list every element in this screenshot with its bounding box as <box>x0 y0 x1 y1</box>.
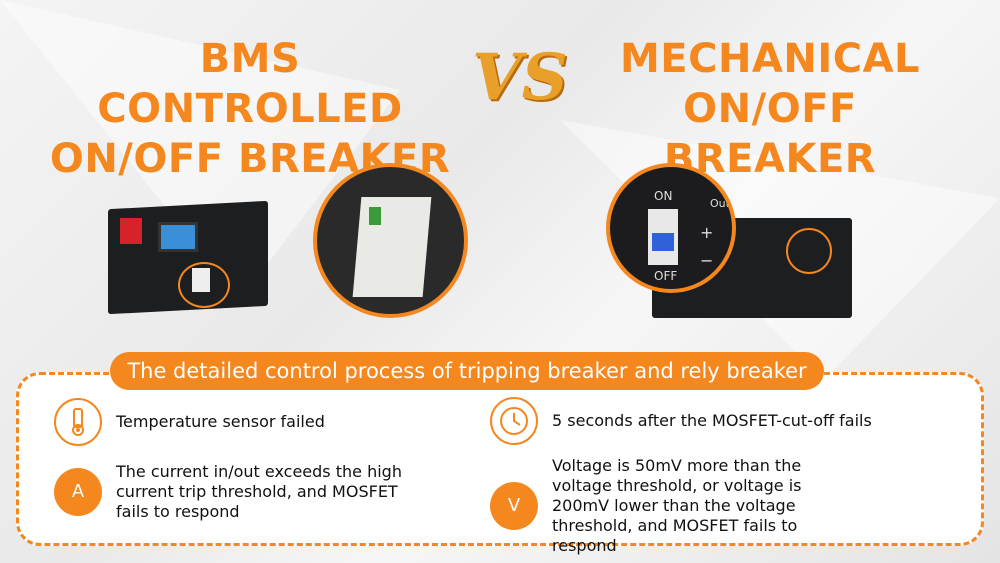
right-title-line: MECHANICAL <box>619 36 921 82</box>
output-label: Output <box>710 197 732 210</box>
off-label: OFF <box>654 269 678 283</box>
current-ampere-icon: A <box>54 468 102 516</box>
thermometer-icon <box>54 398 102 446</box>
left-title-line: BMS CONTROLLED <box>97 36 403 132</box>
minus-label: − <box>700 251 714 270</box>
item-text: 5 seconds after the MOSFET-cut-off fails <box>552 411 872 430</box>
right-title-line: ON/OFF BREAKER <box>663 86 877 182</box>
bms-breaker-zoom <box>313 163 468 318</box>
vs-logo: VS <box>472 40 568 115</box>
section-banner: The detailed control process of tripping… <box>110 352 824 390</box>
plus-label: + <box>700 223 714 242</box>
item-text: Temperature sensor failed <box>116 412 325 431</box>
on-label: ON <box>654 189 673 203</box>
list-item: A The current in/out exceeds the high cu… <box>54 462 434 522</box>
mechanical-breaker-zoom: ON OFF Output + − <box>606 163 736 293</box>
item-text: Voltage is 50mV more than the voltage th… <box>552 456 802 555</box>
item-text: The current in/out exceeds the high curr… <box>116 462 402 521</box>
voltage-icon: V <box>490 482 538 530</box>
list-item: V Voltage is 50mV more than the voltage … <box>490 456 850 556</box>
right-title: MECHANICAL ON/OFF BREAKER <box>570 34 970 184</box>
list-item: 5 seconds after the MOSFET-cut-off fails <box>490 397 930 445</box>
left-title: BMS CONTROLLED ON/OFF BREAKER <box>40 34 460 184</box>
clock-icon <box>490 397 538 445</box>
list-item: Temperature sensor failed <box>54 398 454 446</box>
